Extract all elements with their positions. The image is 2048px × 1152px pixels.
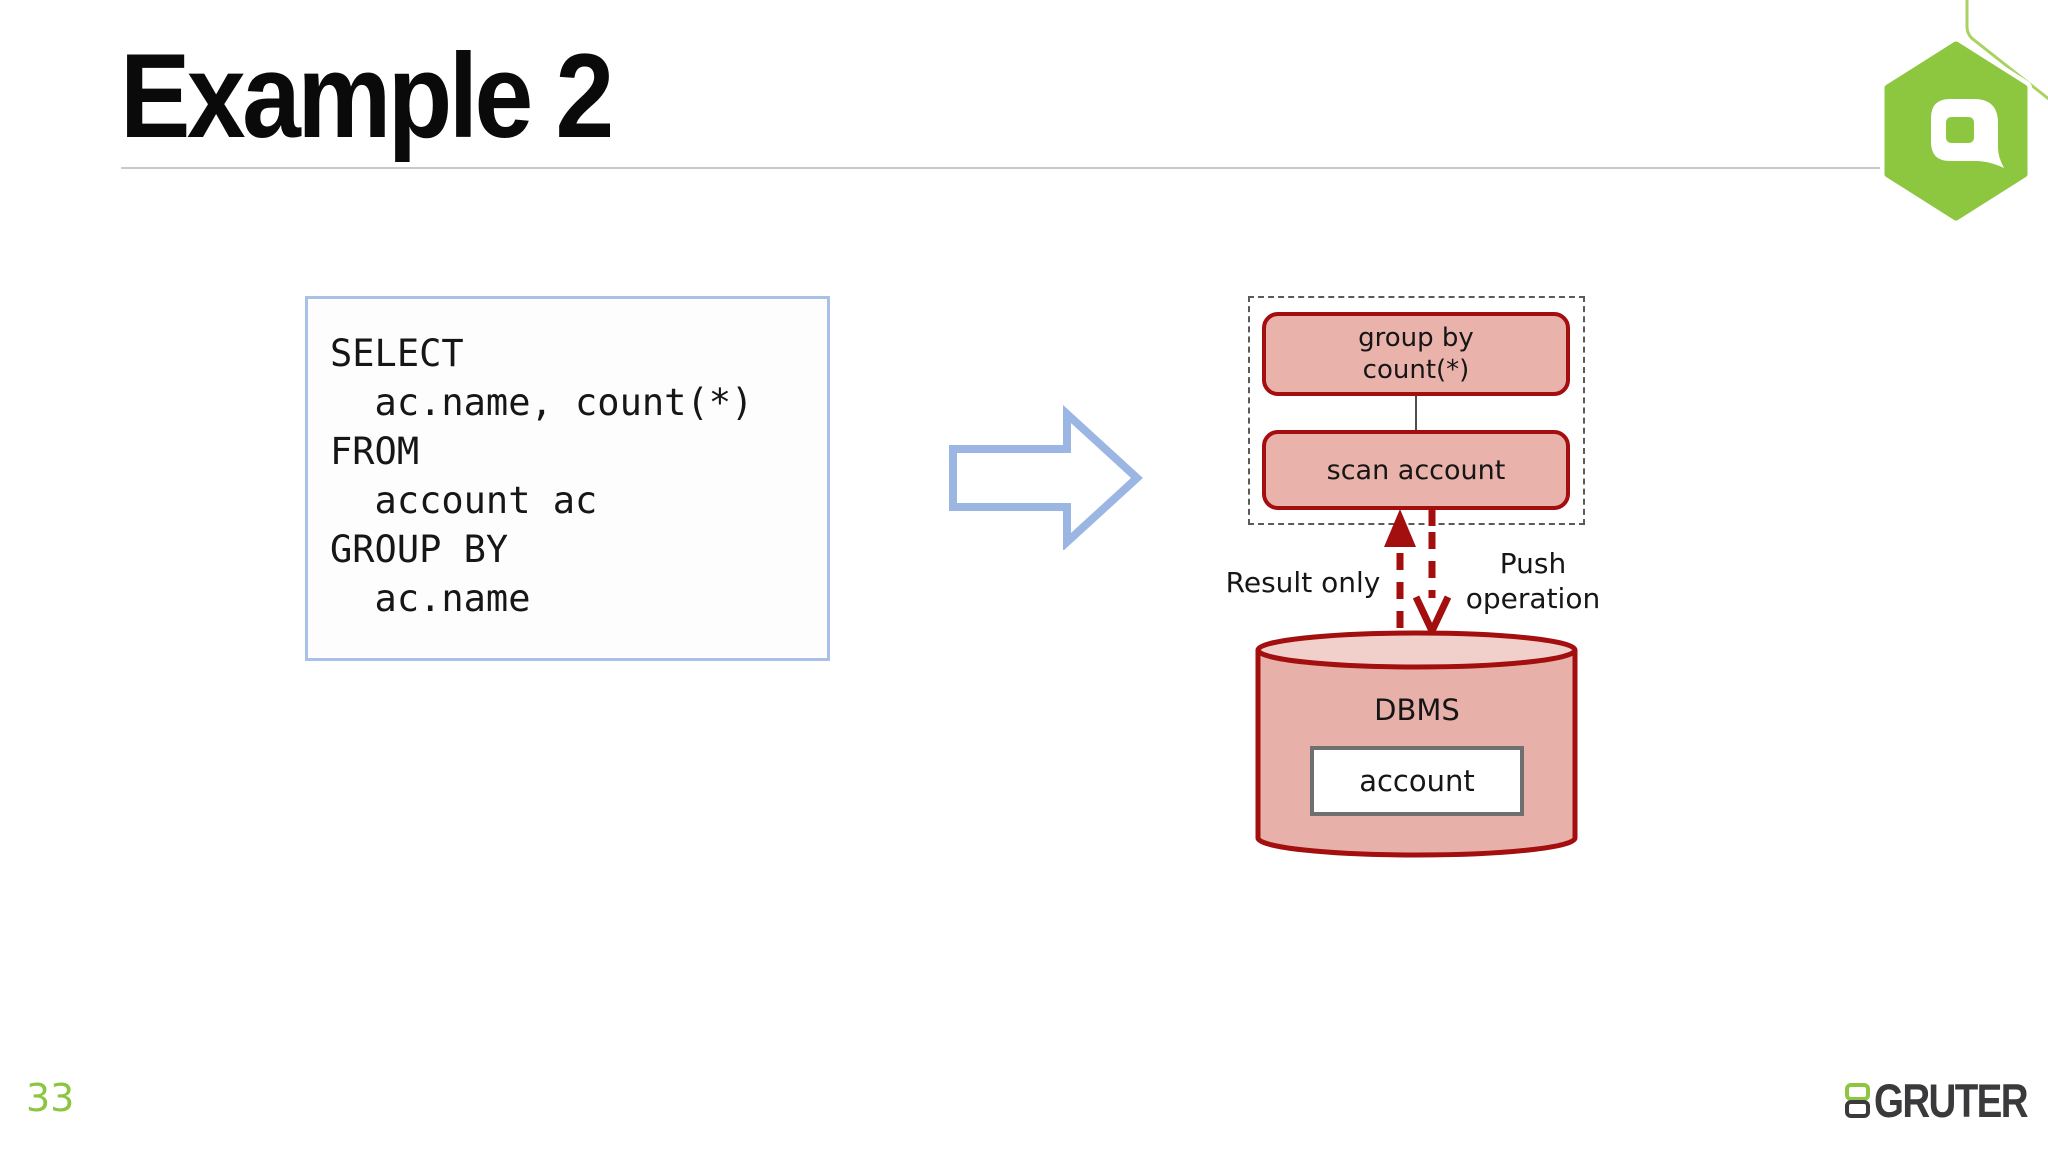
sql-code: SELECT ac.name, count(*) FROM account ac… bbox=[330, 332, 754, 620]
plan-edge bbox=[1415, 396, 1417, 430]
plan-node-label: group by bbox=[1358, 323, 1474, 353]
account-table-box: account bbox=[1310, 746, 1524, 816]
result-up-arrow-icon bbox=[1384, 509, 1416, 635]
account-table-label: account bbox=[1359, 764, 1475, 798]
sql-code-box: SELECT ac.name, count(*) FROM account ac… bbox=[305, 296, 830, 661]
plan-node-label: scan account bbox=[1326, 454, 1506, 486]
plan-node-label: count(*) bbox=[1362, 355, 1470, 385]
push-operation-label-line2: operation bbox=[1465, 582, 1601, 615]
title-underline bbox=[121, 167, 1883, 169]
hexagon-icon bbox=[1884, 41, 2028, 221]
plan-node-scan: scan account bbox=[1262, 430, 1570, 510]
push-down-arrow-icon bbox=[1412, 507, 1452, 640]
plan-node-group-by: group by count(*) bbox=[1262, 312, 1570, 396]
speech-bubble-a-icon bbox=[1931, 99, 2004, 168]
gruter-logo-text: GRUTER bbox=[1874, 1074, 2029, 1127]
push-operation-label-line1: Push bbox=[1499, 547, 1567, 580]
result-only-label: Result only bbox=[1225, 566, 1381, 599]
page-number: 33 bbox=[26, 1076, 75, 1120]
hexagon-outline-icon bbox=[1965, 0, 2048, 101]
transform-arrow-icon bbox=[949, 405, 1143, 550]
push-operation-label: Push operation bbox=[1458, 546, 1608, 616]
gruter-logo-icon bbox=[1845, 1083, 1870, 1118]
tajo-hexagon-logo bbox=[1880, 0, 2048, 225]
dbms-cylinder-icon bbox=[1255, 630, 1578, 858]
query-plan-group bbox=[1248, 296, 1585, 525]
page-title: Example 2 bbox=[120, 29, 614, 163]
dbms-label: DBMS bbox=[1374, 693, 1460, 727]
gruter-logo: GRUTER bbox=[1844, 1074, 2048, 1127]
